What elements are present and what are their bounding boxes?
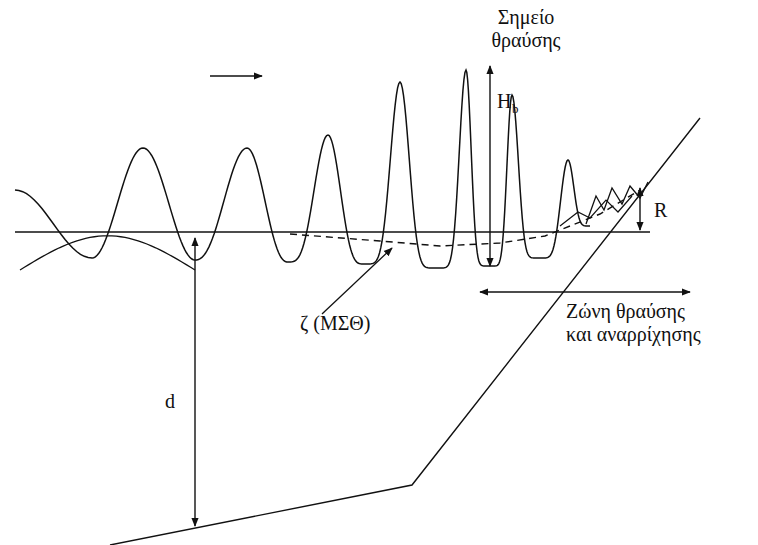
breaker-height-symbol: H [497,90,511,113]
setup-leader [322,248,392,314]
breaking-point-label: Σημείο θραύσης [468,6,584,52]
surf-zone-label: Ζώνη θραύσης και αναρρίχησης [566,300,708,346]
depth-arrow [194,238,195,526]
wave-trace [20,236,195,270]
broken-wave-bore [560,196,632,226]
wave-profile [15,70,590,268]
setup-label: ζ (ΜΣΘ) [300,312,370,335]
breaker-height-arrow [489,66,490,266]
propagation-arrow [210,75,262,76]
broken-wave-bore [586,182,648,224]
runup-arrow [639,188,640,230]
surf-zone-arrow [480,291,690,292]
breaker-height-subscript: b [512,102,519,117]
runup-symbol: R [654,199,667,222]
depth-symbol: d [165,390,175,413]
